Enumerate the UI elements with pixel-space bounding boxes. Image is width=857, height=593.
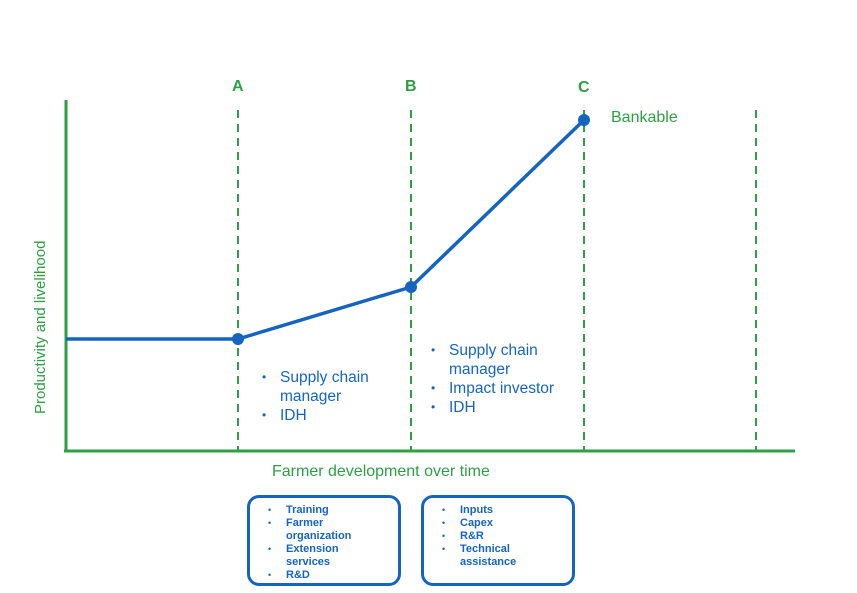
y-axis-label: Productivity and livelihood (32, 240, 49, 414)
box-item: Farmer organization (268, 517, 373, 543)
box-item: Technical assistance (442, 543, 547, 569)
actors-list-b: Supply chain manager Impact investor IDH (431, 341, 571, 417)
box-item: Capex (442, 517, 547, 530)
actor-item: Impact investor (431, 379, 571, 398)
actor-item: Supply chain manager (262, 368, 402, 406)
actor-item: IDH (431, 398, 571, 417)
support-box-1: Training Farmer organization Extension s… (247, 495, 401, 586)
actors-list-a: Supply chain manager IDH (262, 368, 402, 425)
stage-label-c: C (578, 79, 590, 96)
support-box-2-list: Inputs Capex R&R Technical assistance (442, 504, 547, 569)
support-box-2: Inputs Capex R&R Technical assistance (421, 495, 575, 586)
milestone-b-point (405, 281, 417, 293)
support-box-1-list: Training Farmer organization Extension s… (268, 504, 373, 582)
actor-item: IDH (262, 406, 402, 425)
box-item: R&R (442, 530, 547, 543)
milestone-a-point (232, 333, 244, 345)
box-item: Training (268, 504, 373, 517)
stage-label-b: B (405, 78, 417, 95)
milestone-c-point (578, 114, 590, 126)
box-item: R&D (268, 569, 373, 582)
development-curve (66, 118, 586, 341)
actor-item: Supply chain manager (431, 341, 571, 379)
bankable-label: Bankable (611, 109, 678, 126)
box-item: Inputs (442, 504, 547, 517)
x-axis-label: Farmer development over time (272, 463, 490, 480)
stage-label-a: A (232, 78, 244, 95)
box-item: Extension services (268, 543, 373, 569)
